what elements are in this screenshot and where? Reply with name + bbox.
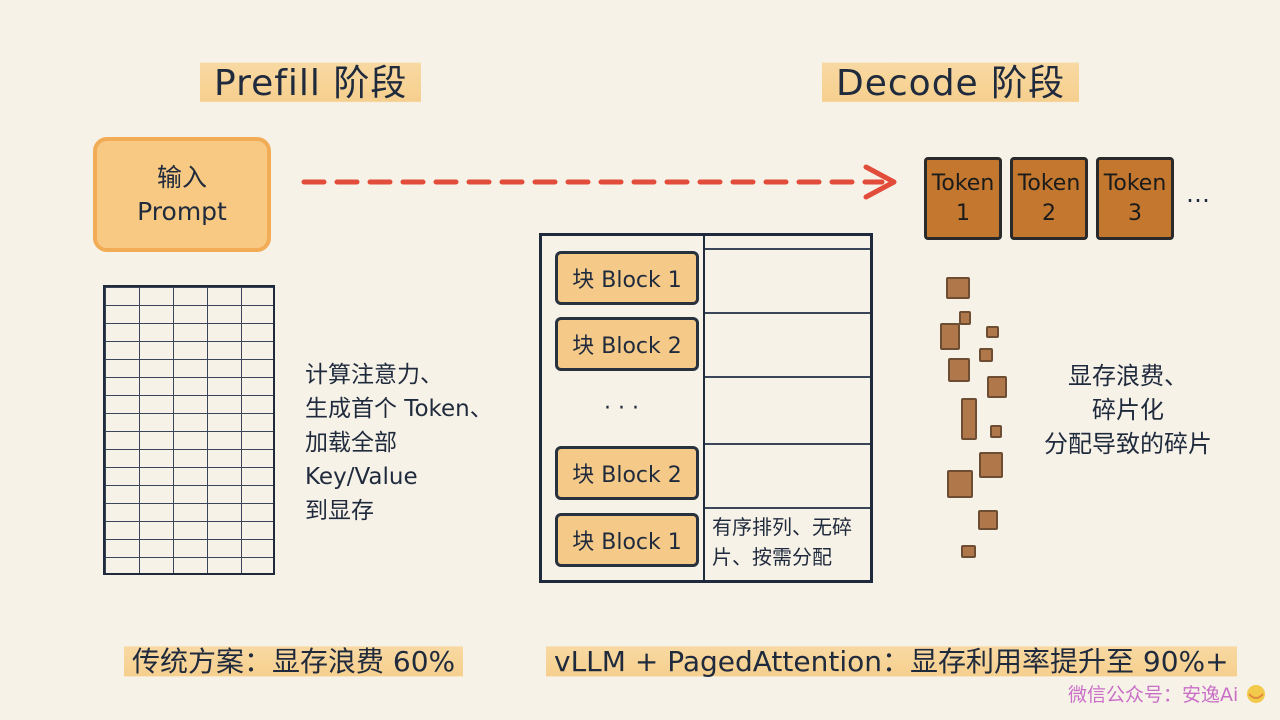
memory-fragment bbox=[987, 376, 1007, 398]
decode-note-line: 碎片化 bbox=[1092, 396, 1164, 424]
decode-note-line: 分配导致的碎片 bbox=[1044, 430, 1212, 458]
prefill-title: Prefill 阶段 bbox=[200, 52, 422, 108]
paged-note-line: 有序排列、无碎 bbox=[712, 515, 852, 539]
page-row-line bbox=[705, 312, 870, 314]
prefill-note-line: 生成首个 Token、 bbox=[305, 396, 493, 422]
paged-note: 有序排列、无碎 片、按需分配 bbox=[712, 512, 852, 572]
block-2-bottom: 块 Block 2 bbox=[555, 446, 699, 500]
kv-cache-grid bbox=[103, 285, 275, 575]
token-1: Token 1 bbox=[924, 157, 1002, 240]
decode-title: Decode 阶段 bbox=[822, 52, 1080, 108]
prefill-note-line: 计算注意力、 bbox=[305, 362, 443, 388]
memory-fragment bbox=[946, 277, 970, 299]
prefill-note-line: 到显存 bbox=[305, 498, 374, 524]
token-number: 3 bbox=[1128, 200, 1142, 226]
block-1-bottom: 块 Block 1 bbox=[555, 513, 699, 567]
memory-fragment bbox=[990, 425, 1002, 438]
memory-fragment bbox=[961, 545, 976, 558]
page-row-line bbox=[705, 443, 870, 445]
token-label: Token bbox=[1017, 170, 1081, 196]
prompt-label: Prompt bbox=[137, 196, 227, 226]
footer-traditional: 传统方案：显存浪费 60% bbox=[124, 640, 464, 680]
footer-vllm: vLLM + PagedAttention：显存利用率提升至 90%+ bbox=[546, 640, 1237, 680]
block-1-top: 块 Block 1 bbox=[555, 251, 699, 305]
token-label: Token bbox=[1103, 170, 1167, 196]
prefill-note: 计算注意力、 生成首个 Token、 加载全部 Key/Value 到显存 bbox=[305, 358, 493, 528]
paged-note-line: 片、按需分配 bbox=[712, 545, 832, 569]
decode-note-line: 显存浪费、 bbox=[1068, 362, 1188, 390]
memory-fragment bbox=[947, 470, 973, 498]
watermark: 微信公众号：安逸Ai bbox=[1068, 684, 1239, 706]
token-label: Token bbox=[931, 170, 995, 196]
dashed-arrow bbox=[301, 164, 897, 200]
decode-note: 显存浪费、 碎片化 分配导致的碎片 bbox=[1028, 359, 1228, 461]
prefill-note-line: Key/Value bbox=[305, 464, 418, 490]
memory-fragment bbox=[978, 510, 998, 530]
blocks-ellipsis: · · · bbox=[604, 396, 639, 421]
memory-fragment bbox=[986, 326, 999, 338]
memory-fragment bbox=[959, 311, 971, 325]
page-row-line bbox=[705, 376, 870, 378]
block-2-top: 块 Block 2 bbox=[555, 317, 699, 371]
memory-fragment bbox=[961, 398, 977, 440]
tokens-ellipsis: … bbox=[1186, 180, 1210, 208]
input-prompt-box: 输入 Prompt bbox=[93, 137, 271, 252]
input-label: 输入 bbox=[156, 162, 207, 192]
token-number: 1 bbox=[956, 200, 970, 226]
token-3: Token 3 bbox=[1096, 157, 1174, 240]
memory-fragment bbox=[948, 358, 970, 382]
page-row-line bbox=[705, 248, 870, 250]
logo-icon bbox=[1247, 685, 1265, 703]
page-divider bbox=[703, 236, 705, 580]
page-row-line bbox=[705, 507, 870, 509]
memory-fragment bbox=[979, 348, 993, 362]
prefill-note-line: 加载全部 bbox=[305, 430, 397, 456]
memory-fragment bbox=[940, 323, 960, 350]
memory-fragment bbox=[979, 452, 1003, 478]
token-2: Token 2 bbox=[1010, 157, 1088, 240]
token-number: 2 bbox=[1042, 200, 1056, 226]
